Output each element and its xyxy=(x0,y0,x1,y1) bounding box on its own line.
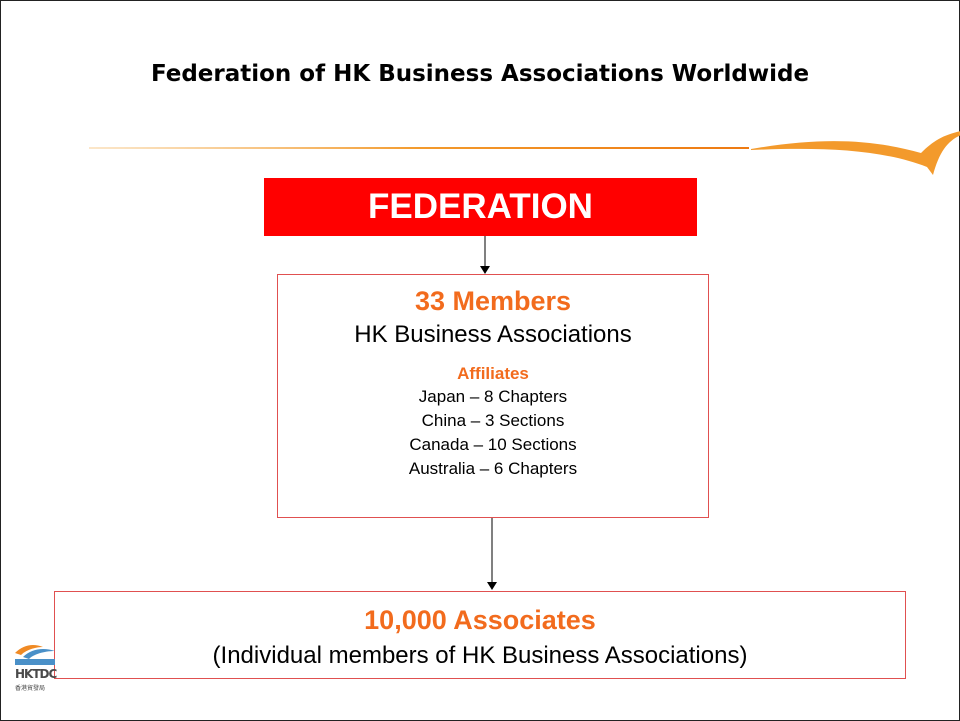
affiliate-canada: Canada – 10 Sections xyxy=(409,435,577,454)
affiliate-australia: Australia – 6 Chapters xyxy=(408,459,578,478)
members-subtitle: HK Business Associations xyxy=(354,321,632,348)
members-box: 33 Members HK Business Associations Affi… xyxy=(277,274,709,518)
hktdc-logo: HKTDC 香港貿發局 xyxy=(13,639,61,693)
affiliates-heading: Affiliates xyxy=(457,364,529,383)
logo-subtext: 香港貿發局 xyxy=(15,685,46,692)
associates-box: 10,000 Associates (Individual members of… xyxy=(54,591,906,679)
decorative-swoosh xyxy=(89,131,960,175)
associates-subtitle: (Individual members of HK Business Assoc… xyxy=(212,642,748,669)
hktdc-logo-icon xyxy=(15,645,55,665)
logo-text: HKTDC xyxy=(15,667,57,681)
slide-title: Federation of HK Business Associations W… xyxy=(150,61,810,87)
members-count: 33 Members xyxy=(414,286,572,316)
affiliate-japan: Japan – 8 Chapters xyxy=(418,387,568,406)
affiliate-china: China – 3 Sections xyxy=(421,411,565,430)
arrow-federation-to-members xyxy=(480,236,490,274)
associates-count: 10,000 Associates xyxy=(364,605,596,635)
federation-box: FEDERATION xyxy=(264,178,697,236)
arrow-members-to-associates xyxy=(487,518,497,590)
